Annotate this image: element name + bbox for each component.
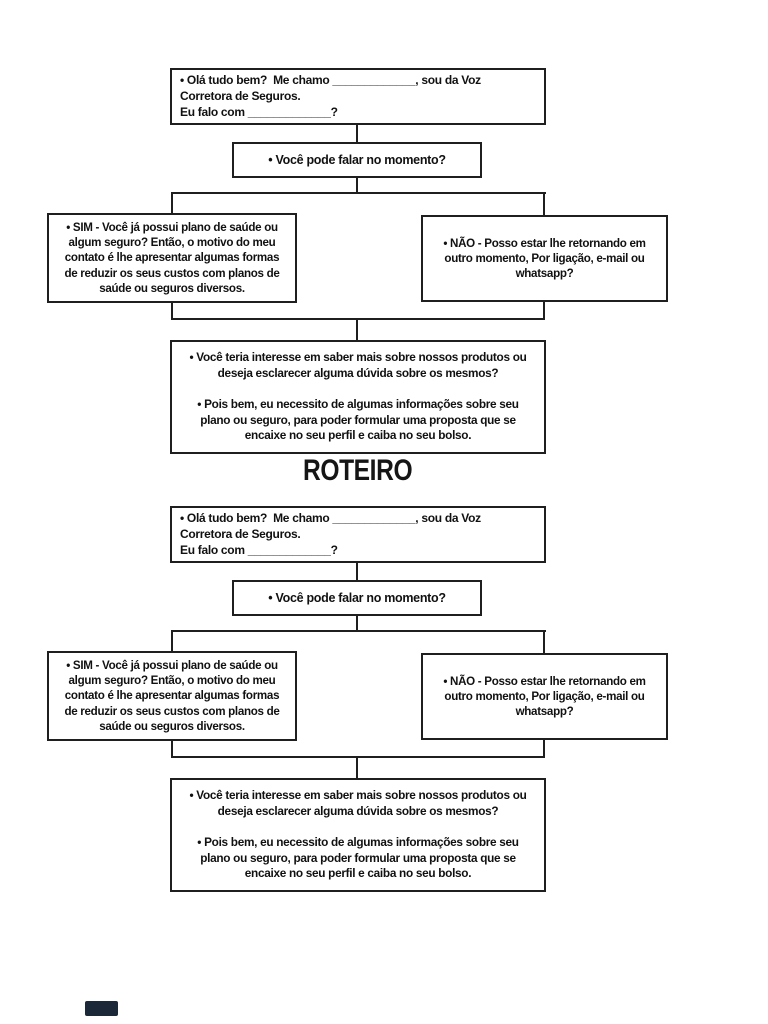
no-text: • NÃO - Posso estar lhe retornando em ou…: [443, 674, 646, 719]
no-box: • NÃO - Posso estar lhe retornando em ou…: [421, 653, 668, 740]
bottom-overlay-badge: [85, 1001, 118, 1016]
question-text: • Você pode falar no momento?: [268, 152, 446, 167]
question-box: • Você pode falar no momento?: [232, 142, 482, 178]
page-title-text: ROTEIRO: [303, 454, 413, 487]
yes-text: • SIM - Você já possui plano de saúde ou…: [64, 658, 280, 733]
connector-drop-left: [171, 630, 173, 651]
no-text: • NÃO - Posso estar lhe retornando em ou…: [443, 236, 646, 281]
intro-text: • Olá tudo bem? Me chamo _____________, …: [180, 73, 481, 119]
connector-merge-to-closing: [356, 318, 358, 340]
connector-question-down: [356, 616, 358, 632]
closing-box: • Você teria interesse em saber mais sob…: [170, 778, 546, 892]
closing-text: • Você teria interesse em saber mais sob…: [189, 788, 527, 881]
closing-box: • Você teria interesse em saber mais sob…: [170, 340, 546, 454]
connector-rise-right: [543, 302, 545, 320]
flowchart-roteiro: • Olá tudo bem? Me chamo _____________, …: [0, 506, 768, 894]
connector-intro-to-question: [356, 125, 358, 142]
connector-merge-horizontal: [171, 756, 545, 758]
connector-merge-to-closing: [356, 756, 358, 778]
question-text: • Você pode falar no momento?: [268, 590, 446, 605]
connector-drop-left: [171, 192, 173, 213]
connector-rise-left: [171, 303, 173, 320]
intro-box: • Olá tudo bem? Me chamo _____________, …: [170, 506, 546, 563]
page-title: ROTEIRO: [170, 454, 546, 489]
connector-rise-right: [543, 740, 545, 758]
question-box: • Você pode falar no momento?: [232, 580, 482, 616]
connector-split-horizontal: [171, 192, 546, 194]
intro-box: • Olá tudo bem? Me chamo _____________, …: [170, 68, 546, 125]
intro-text: • Olá tudo bem? Me chamo _____________, …: [180, 511, 481, 557]
connector-drop-right: [543, 192, 545, 215]
closing-text: • Você teria interesse em saber mais sob…: [189, 350, 527, 443]
yes-box: • SIM - Você já possui plano de saúde ou…: [47, 213, 297, 303]
connector-rise-left: [171, 741, 173, 758]
connector-question-down: [356, 178, 358, 194]
connector-intro-to-question: [356, 563, 358, 580]
yes-text: • SIM - Você já possui plano de saúde ou…: [64, 220, 280, 295]
flowchart-top: • Olá tudo bem? Me chamo _____________, …: [0, 68, 768, 456]
connector-drop-right: [543, 630, 545, 653]
yes-box: • SIM - Você já possui plano de saúde ou…: [47, 651, 297, 741]
connector-merge-horizontal: [171, 318, 545, 320]
no-box: • NÃO - Posso estar lhe retornando em ou…: [421, 215, 668, 302]
connector-split-horizontal: [171, 630, 546, 632]
